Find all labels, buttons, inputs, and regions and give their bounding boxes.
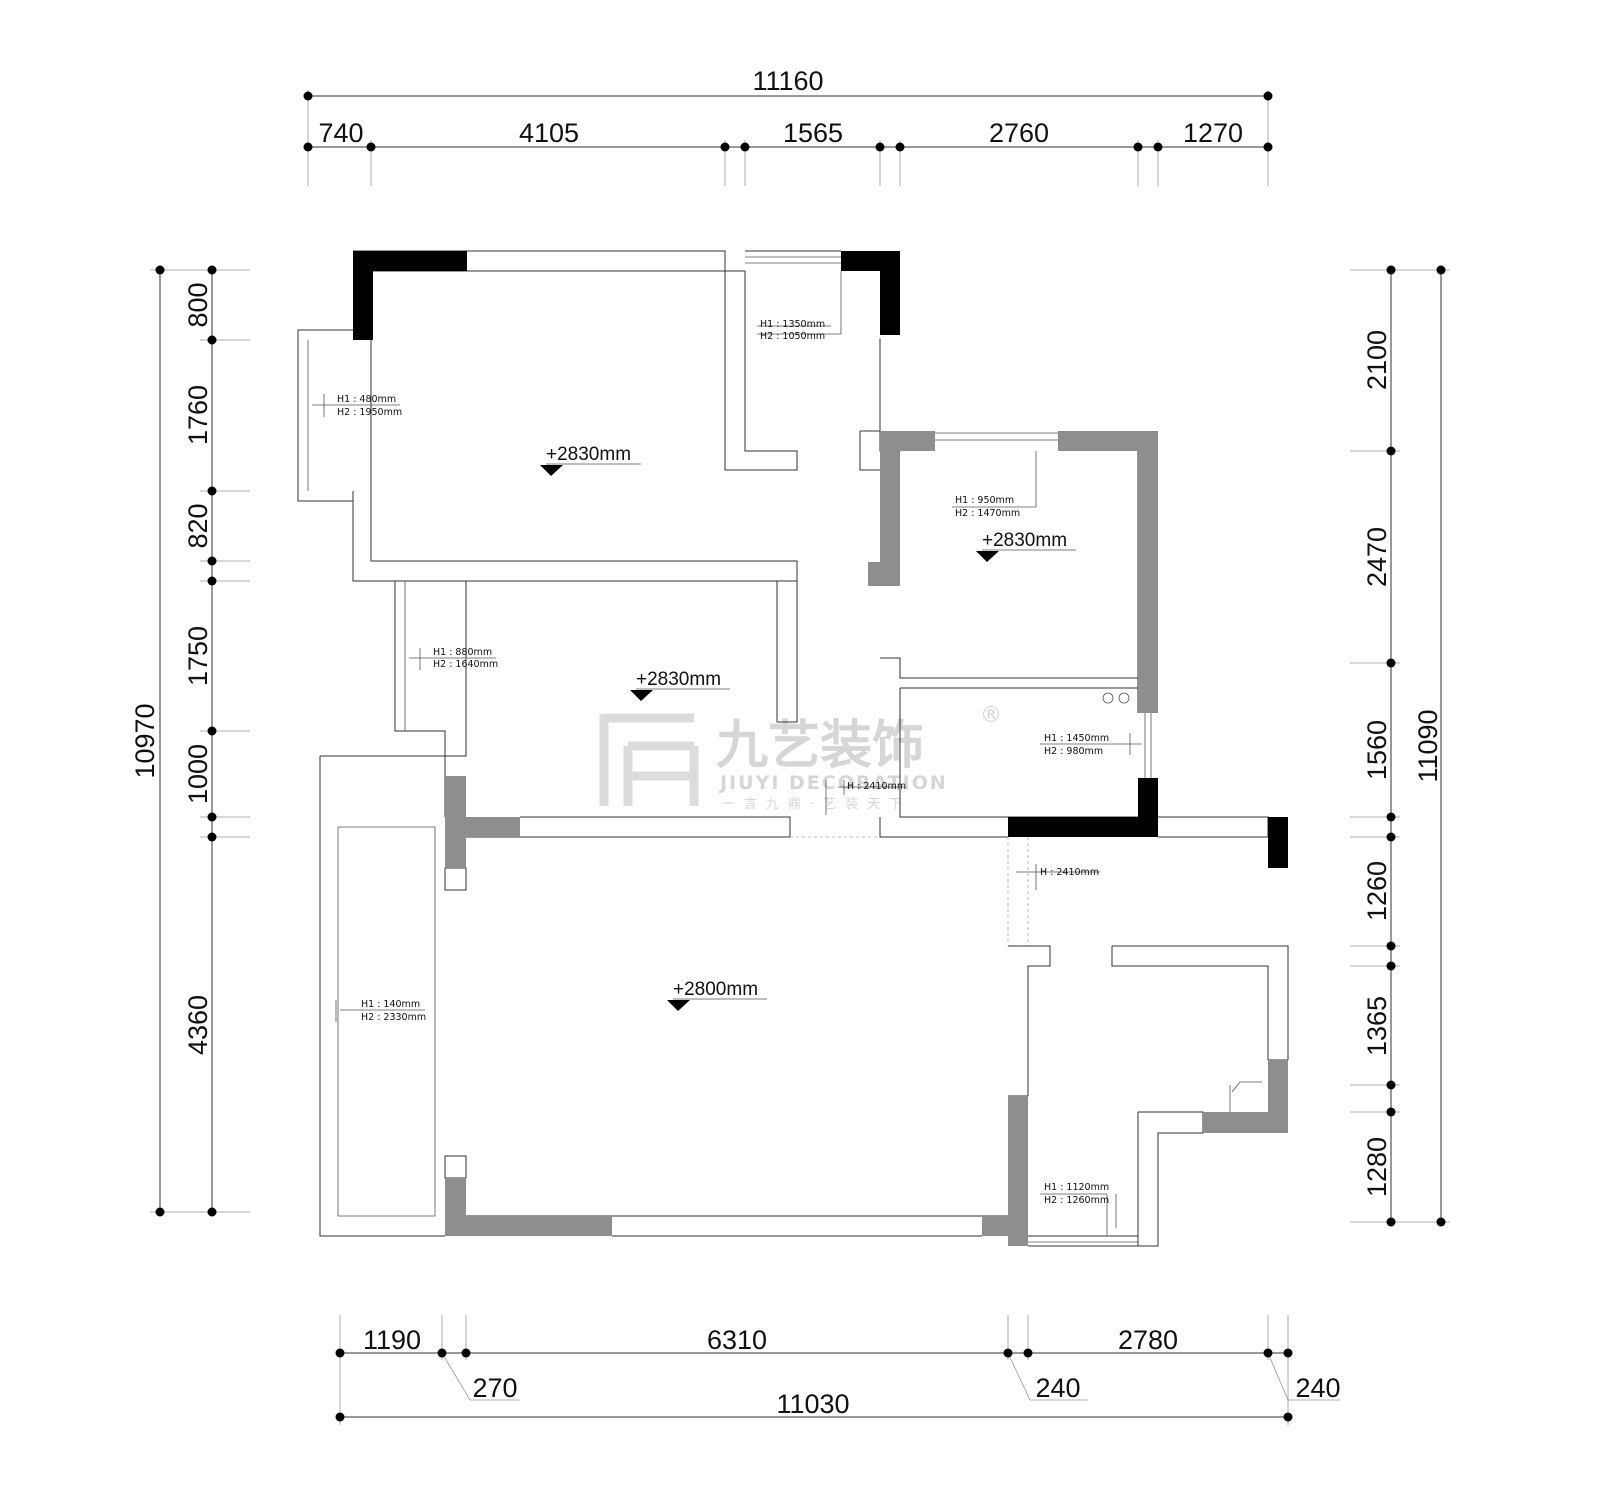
dimension-lines [150, 90, 1450, 1425]
partition-walls [445, 431, 1288, 1246]
level-label-bedroom-2: +2830mm [982, 530, 1067, 551]
window-2-h2: H2 : 1950mm [337, 407, 402, 418]
window-3-h1: H1 : 950mm [955, 495, 1014, 506]
window-4-h2: H2 : 1640mm [433, 659, 498, 670]
dim-top-1: 740 [318, 118, 363, 148]
window-6-h2: H2 : 2330mm [361, 1012, 426, 1023]
window-1-h1: H1 : 1350mm [760, 319, 825, 330]
window-4-h1: H1 : 880mm [433, 647, 492, 658]
dim-bottom-1: 1190 [363, 1325, 421, 1355]
level-markers: +2830mm +2830mm +2830mm +2800mm [540, 444, 1076, 1011]
structural-walls [353, 251, 1288, 868]
opening-2-height: H : 2410mm [1040, 867, 1099, 878]
dim-right-2: 2470 [1362, 527, 1392, 587]
watermark-slogan: 一言九鼎·艺装天下 [722, 797, 911, 812]
dim-bottom-2: 6310 [707, 1325, 767, 1355]
window-3-h2: H2 : 1470mm [955, 508, 1020, 519]
dim-bottom-small-3: 240 [1295, 1373, 1340, 1403]
dim-bottom-small-2: 240 [1035, 1373, 1080, 1403]
dim-left-2: 1760 [183, 385, 213, 445]
level-marker-icon [667, 1000, 690, 1011]
dim-left-5: 1000 [183, 744, 213, 804]
dim-right-3: 1560 [1362, 720, 1392, 780]
window-6-h1: H1 : 140mm [361, 999, 420, 1010]
dim-right-1: 2100 [1362, 330, 1392, 390]
level-label-bedroom-1: +2830mm [546, 444, 631, 465]
window-7-h2: H2 : 1260mm [1044, 1195, 1109, 1206]
dim-right-5: 1365 [1362, 996, 1392, 1056]
dim-right-6: 1280 [1362, 1137, 1392, 1197]
dim-top-total: 11160 [752, 66, 823, 96]
dim-top-2: 4105 [519, 118, 579, 148]
watermark-brand-en: JIUYI DECORATION [718, 772, 948, 794]
window-5-h1: H1 : 1450mm [1044, 733, 1109, 744]
opening-1-height: H : 2410mm [847, 781, 906, 792]
dimension-dots [155, 91, 1446, 1422]
watermark-brand-cn: 九艺装饰 [716, 716, 924, 776]
dim-top-4: 2760 [989, 118, 1049, 148]
level-marker-icon [630, 690, 653, 701]
dim-top-3: 1565 [783, 118, 843, 148]
level-marker-icon [976, 551, 999, 562]
dim-left-6: 4360 [183, 995, 213, 1055]
dim-left-4: 1750 [183, 626, 213, 686]
dim-right-4: 1260 [1362, 861, 1392, 921]
level-marker-icon [540, 465, 563, 476]
window-5-h2: H2 : 980mm [1044, 746, 1103, 757]
window-2-h1: H1 : 480mm [337, 394, 396, 405]
dim-left-1: 800 [183, 282, 213, 327]
window-7-h1: H1 : 1120mm [1044, 1182, 1109, 1193]
dim-bottom-small-1: 270 [472, 1373, 517, 1403]
dim-left-3: 820 [183, 503, 213, 548]
window-1-h2: H2 : 1050mm [760, 331, 825, 342]
dim-left-total: 10970 [130, 703, 160, 778]
window-annotations: H1 : 1350mm H2 : 1050mm H1 : 480mm H2 : … [312, 271, 1142, 1236]
watermark-logo-icon [599, 713, 699, 806]
dim-right-total: 11090 [1413, 709, 1443, 782]
level-label-bedroom-3: +2830mm [636, 669, 721, 690]
watermark: 九艺装饰 ® JIUYI DECORATION 一言九鼎·艺装天下 [599, 703, 1002, 812]
watermark-registered: ® [980, 703, 1002, 728]
dimension-labels: 11160 740 4105 1565 2760 1270 1190 6310 … [130, 66, 1443, 1419]
level-label-living-room: +2800mm [673, 979, 758, 1000]
dim-bottom-3: 2780 [1118, 1325, 1178, 1355]
dim-top-5: 1270 [1183, 118, 1243, 148]
dim-bottom-total: 11030 [776, 1389, 849, 1419]
